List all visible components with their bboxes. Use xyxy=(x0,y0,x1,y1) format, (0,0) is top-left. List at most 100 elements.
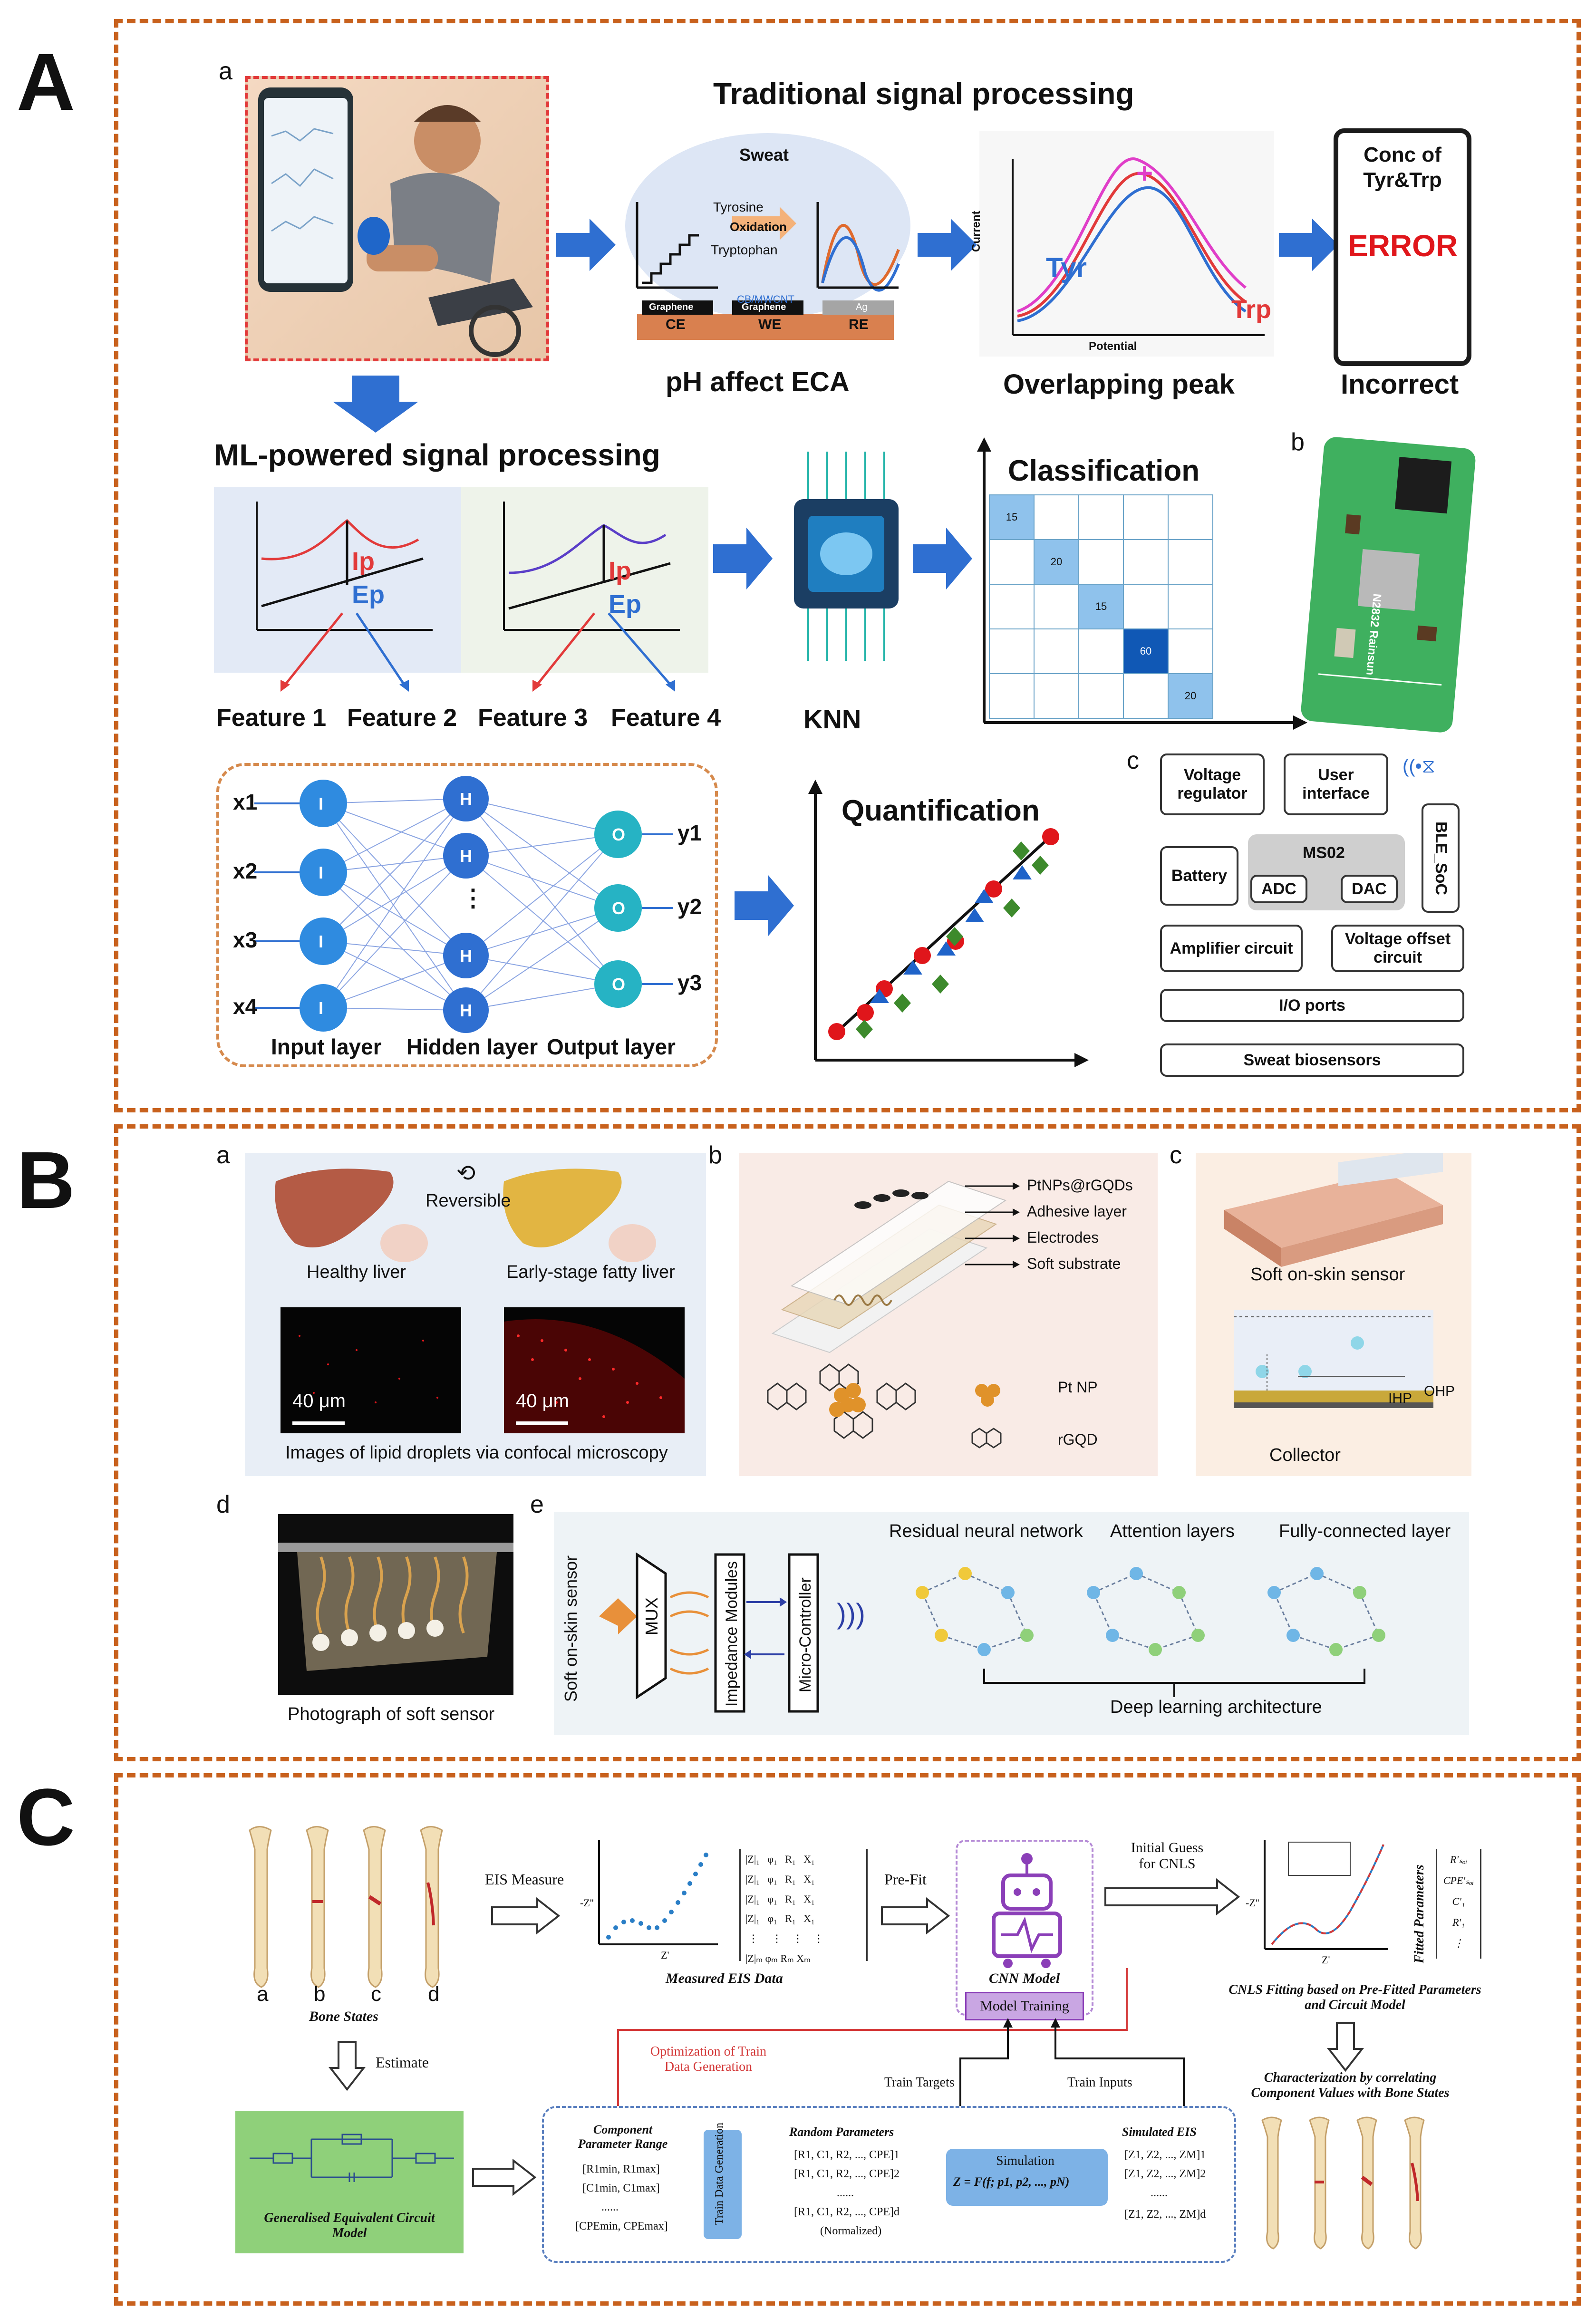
node-i-1: I xyxy=(319,794,324,813)
cm-cell xyxy=(1168,584,1213,629)
feature-1: Feature 1 xyxy=(216,704,327,732)
ble-icon: ((•⧖ xyxy=(1403,756,1435,777)
cb-mwcnt-label: CB/MWCNT xyxy=(737,293,794,305)
scale-bar-1 xyxy=(292,1421,345,1425)
cm-cell-2-2: 20 xyxy=(1034,539,1079,585)
bone-letter-c: c xyxy=(371,1982,381,2006)
ble-soc-label: BLE_SoC xyxy=(1432,821,1450,895)
cm-cell xyxy=(1168,539,1213,585)
feature-plot-1 xyxy=(214,487,461,673)
arrow-a2 xyxy=(918,219,977,271)
cm-cell xyxy=(1123,673,1169,719)
droplets-dense xyxy=(504,1319,685,1433)
soft-on-skin-label: Soft on-skin sensor xyxy=(1250,1265,1405,1285)
range-line-2: [C1min, C1max] xyxy=(582,2182,660,2194)
sweat-bubble xyxy=(623,131,913,359)
circuit-schematic xyxy=(250,2134,454,2182)
hollow-arrow-4 xyxy=(472,2158,537,2196)
range-line-4: [CPEmin, CPEmax] xyxy=(575,2220,668,2232)
deep-learning-label: Deep learning architecture xyxy=(1110,1697,1322,1717)
error-phone xyxy=(1334,128,1471,366)
ep-label-2: Ep xyxy=(609,590,642,618)
measured-eis-label: Measured EIS Data xyxy=(666,1970,783,1986)
sim-line-4: [Z1, Z2, ..., ZM]d xyxy=(1124,2208,1206,2221)
cm-cell xyxy=(1123,494,1169,540)
feature-plot-2 xyxy=(461,487,708,673)
voltage-regulator-box: Voltage regulator xyxy=(1160,753,1265,815)
incorrect-caption: Incorrect xyxy=(1341,369,1459,400)
hidden-layer-label: Hidden layer xyxy=(406,1034,538,1059)
cm-cell xyxy=(989,584,1035,629)
confusion-matrix: 15 20 15 60 20 xyxy=(989,494,1213,719)
tryptophan-label: Tryptophan xyxy=(711,242,778,257)
io-ports-box: I/O ports xyxy=(1160,989,1464,1022)
panel-c-frame xyxy=(114,1773,1581,2306)
arrow-down-a xyxy=(333,376,418,433)
ms02-label: MS02 xyxy=(1303,844,1345,862)
input-layer-label: Input layer xyxy=(271,1034,382,1059)
cm-cell xyxy=(1034,673,1079,719)
bones-top xyxy=(249,1826,443,1988)
cm-cell xyxy=(1034,628,1079,674)
attention-label: Attention layers xyxy=(1110,1521,1235,1541)
panel-b-sub-a: a xyxy=(216,1141,230,1169)
cm-cell xyxy=(989,673,1035,719)
user-interface-box: User interface xyxy=(1284,753,1388,815)
knn-chip xyxy=(794,452,899,661)
optimization-label: Optimization of Train Data Generation xyxy=(650,2044,767,2074)
range-line-3: ...... xyxy=(601,2201,619,2213)
ip-label-2: Ip xyxy=(609,557,631,585)
simulation-box xyxy=(946,2149,1108,2206)
cm-cell xyxy=(1078,673,1124,719)
characterization-label: Characterization by correlating Componen… xyxy=(1251,2070,1450,2100)
train-data-gen-box xyxy=(704,2130,742,2239)
cnls-zpp: -Z'' xyxy=(1246,1897,1259,1909)
layer-electrodes: Electrodes xyxy=(1027,1229,1099,1246)
adc-box: ADC xyxy=(1250,875,1307,903)
bone-states-label: Bone States xyxy=(309,2009,378,2024)
generalised-label: Generalised Equivalent Circuit Model xyxy=(264,2211,435,2241)
sweat-label: Sweat xyxy=(739,145,789,164)
panel-a-label: A xyxy=(17,37,75,127)
ag-label: Ag xyxy=(856,302,868,312)
layer-substrate: Soft substrate xyxy=(1027,1255,1121,1272)
eis-measure-label: EIS Measure xyxy=(485,1871,564,1888)
ohp-label: OHP xyxy=(1424,1383,1455,1399)
overlap-curves: + xyxy=(1012,157,1265,336)
cyclist-illustration xyxy=(245,76,549,361)
node-o-2: O xyxy=(612,898,626,918)
sim-line-3: ...... xyxy=(1151,2187,1168,2199)
battery-box: Battery xyxy=(1160,846,1238,906)
output-y3: y3 xyxy=(677,970,702,995)
measured-zpp: -Z'' xyxy=(580,1897,594,1909)
feature-2: Feature 2 xyxy=(347,704,457,732)
traditional-title: Traditional signal processing xyxy=(713,77,1134,111)
residual-label: Residual neural network xyxy=(889,1521,1083,1541)
cnls-fit-plot xyxy=(1264,1840,1388,1950)
panel-a-sub-c: c xyxy=(1127,747,1139,774)
oxidation-label: Oxidation xyxy=(730,220,787,234)
bones-bottom xyxy=(1261,2116,1425,2250)
amplifier-box: Amplifier circuit xyxy=(1160,925,1303,972)
node-h-2: H xyxy=(460,846,472,866)
panel-b-sub-c: c xyxy=(1170,1141,1182,1169)
ce-label: CE xyxy=(666,317,686,332)
cyclist-figure xyxy=(258,87,533,357)
arrow-a4 xyxy=(713,528,773,589)
svg-text:+: + xyxy=(1136,157,1153,189)
arrow-a5 xyxy=(913,528,972,589)
measured-eis-plot xyxy=(598,1840,718,1945)
fitted-params-label: Fitted Parameters xyxy=(1412,1864,1427,1963)
cm-cell xyxy=(1123,539,1169,585)
hollow-arrow-down xyxy=(328,2041,366,2091)
rgqd-label: rGQD xyxy=(1058,1431,1098,1448)
train-targets-label: Train Targets xyxy=(884,2075,955,2090)
quantification-plot xyxy=(808,780,1089,1067)
model-training-box: Model Training xyxy=(965,1992,1084,2020)
cm-cell xyxy=(989,539,1035,585)
component-range-label: Component Parameter Range xyxy=(578,2123,668,2151)
mux-diagram xyxy=(599,1552,819,1713)
cm-cell xyxy=(1123,584,1169,629)
node-i-4: I xyxy=(319,998,324,1018)
